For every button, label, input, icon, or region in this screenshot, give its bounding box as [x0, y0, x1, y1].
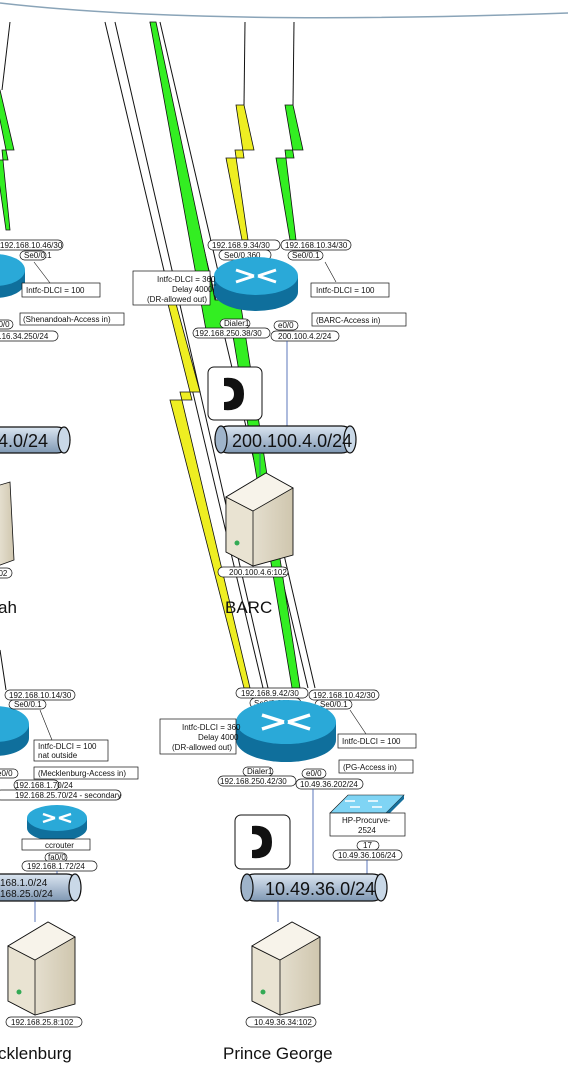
dlci-left-line3: (DR-allowed out)	[172, 743, 232, 752]
site-name: BARC	[225, 598, 272, 617]
prince-george-site: 192.168.9.42/30 Se0/0.360 192.168.10.42/…	[159, 687, 417, 1063]
router-icon[interactable]	[236, 700, 336, 762]
acl-note: (Shenandoah-Access in)	[23, 315, 111, 324]
eth-if-label: e0/0	[306, 769, 322, 778]
serial-ip-label: 192.168.10.46/30	[0, 241, 63, 250]
serial1-ip-label: 192.168.9.42/30	[241, 689, 299, 698]
acl-note: (Mecklenburg-Access in)	[38, 769, 126, 778]
dlci-left-line1: Intfc-DLCI = 360	[182, 723, 241, 732]
switch-name-line2: 2524	[358, 826, 376, 835]
acl-note: (BARC-Access in)	[316, 316, 381, 325]
dlci-right-note: Intfc-DLCI = 100	[342, 737, 401, 746]
switch-name-line1: HP-Procurve-	[342, 816, 391, 825]
lan-label: 34.0/24	[0, 431, 48, 451]
lan-segment: 10.49.36.0/24	[240, 873, 388, 902]
switch-port-label: 17	[363, 841, 372, 850]
barc-site: 192.168.9.34/30 Se0/0.360 192.168.10.34/…	[132, 239, 407, 617]
lan-label: 200.100.4.0/24	[232, 431, 352, 451]
server-icon	[7, 921, 76, 1016]
ccrouter-label: ccrouter	[45, 841, 74, 850]
serial2-if-label: Se0/0.1	[320, 700, 348, 709]
phone-icon	[234, 814, 291, 870]
acl-note: (PG-Access in)	[343, 763, 397, 772]
dlci-left-line2: Delay 4000	[198, 733, 239, 742]
ccrouter-if-label: fa0/0	[48, 853, 66, 862]
serial2-if-label: Se0/0.1	[292, 251, 320, 260]
dlci-line2: nat outside	[38, 751, 78, 760]
shenandoah-site: 192.168.10.46/30 Se0/0.1 Intfc-DLCI = 10…	[0, 239, 125, 617]
mecklenburg-site: 192.168.10.14/30 Se0/0.1 Intfc-DLCI = 10…	[0, 649, 139, 1063]
secondary-ip-label: 192.168.25.70/24 - secondary	[15, 791, 121, 800]
server-icon	[225, 472, 294, 567]
eth-ip-label: 10.49.36.202/24	[300, 780, 358, 789]
lan-label: 10.49.36.0/24	[265, 879, 375, 899]
dlci-left-line3: (DR-allowed out)	[147, 295, 207, 304]
serial2-ip-label: 192.168.10.42/30	[313, 691, 376, 700]
serial-ip-label: 192.168.10.14/30	[9, 691, 72, 700]
lan-segment: 168.1.0/24 168.25.0/24	[0, 873, 82, 902]
serial2-ip-label: 192.168.10.34/30	[285, 241, 348, 250]
frame-relay-bolt-barc-1	[275, 104, 304, 241]
frame-relay-bolt-barc-360	[225, 104, 255, 241]
dlci-right-note: Intfc-DLCI = 100	[316, 286, 375, 295]
server-icon	[0, 481, 15, 566]
site-name: Prince George	[223, 1044, 333, 1063]
dialer-ip-label: 192.168.250.42/30	[220, 777, 287, 786]
lan-label-2: 168.25.0/24	[0, 889, 53, 900]
ccrouter-ip-label: 192.168.1.72/24	[27, 862, 85, 871]
serial1-ip-label: 192.168.9.34/30	[212, 241, 270, 250]
eth-ip-label: 172.16.34.250/24	[0, 332, 49, 341]
eth-if-label: e0/0	[0, 320, 10, 329]
site-name: ah	[0, 598, 17, 617]
ccrouter-icon[interactable]	[27, 805, 87, 841]
server-ip-label: 102	[0, 569, 8, 578]
server-icon	[251, 921, 321, 1016]
eth-if-label: e0/0	[278, 321, 294, 330]
switch-ip-label: 10.49.36.106/24	[338, 851, 396, 860]
lan-label-1: 168.1.0/24	[0, 878, 48, 889]
lan-segment: 34.0/24	[0, 426, 71, 454]
dlci-line1: Intfc-DLCI = 100	[38, 742, 97, 751]
dialer-if-label: Dialer1	[247, 767, 273, 776]
eth-ip-label: 192.168.1.70/24	[15, 781, 73, 790]
phone-icon	[207, 366, 263, 421]
dlci-left-line2: Delay 4000	[172, 285, 213, 294]
lan-segment: 200.100.4.0/24	[214, 425, 357, 454]
server-ip-label: 200.100.4.6:102	[229, 568, 287, 577]
router-icon[interactable]	[0, 254, 25, 298]
serial-if-label: Se0/0.1	[24, 251, 52, 260]
eth-ip-label: 200.100.4.2/24	[278, 332, 332, 341]
serial1-if-label: Se0/0.360	[224, 251, 261, 260]
serial-if-label: Se0/0.1	[14, 700, 42, 709]
server-ip-label: 10.49.36.34:102	[254, 1018, 312, 1027]
dialer-if-label: Dialer1	[224, 319, 250, 328]
frame-relay-bolt-shenandoah	[0, 89, 15, 231]
router-icon[interactable]	[214, 257, 298, 311]
eth-if-label: e0/0	[0, 769, 13, 778]
site-name: cklenburg	[0, 1044, 72, 1063]
server-ip-label: 192.168.25.8:102	[11, 1018, 74, 1027]
dialer-ip-label: 192.168.250.38/30	[195, 329, 262, 338]
dlci-note: Intfc-DLCI = 100	[26, 286, 85, 295]
router-icon[interactable]	[0, 706, 29, 756]
dlci-left-line1: Intfc-DLCI = 360	[157, 275, 216, 284]
cloud-edge	[0, 2, 568, 19]
